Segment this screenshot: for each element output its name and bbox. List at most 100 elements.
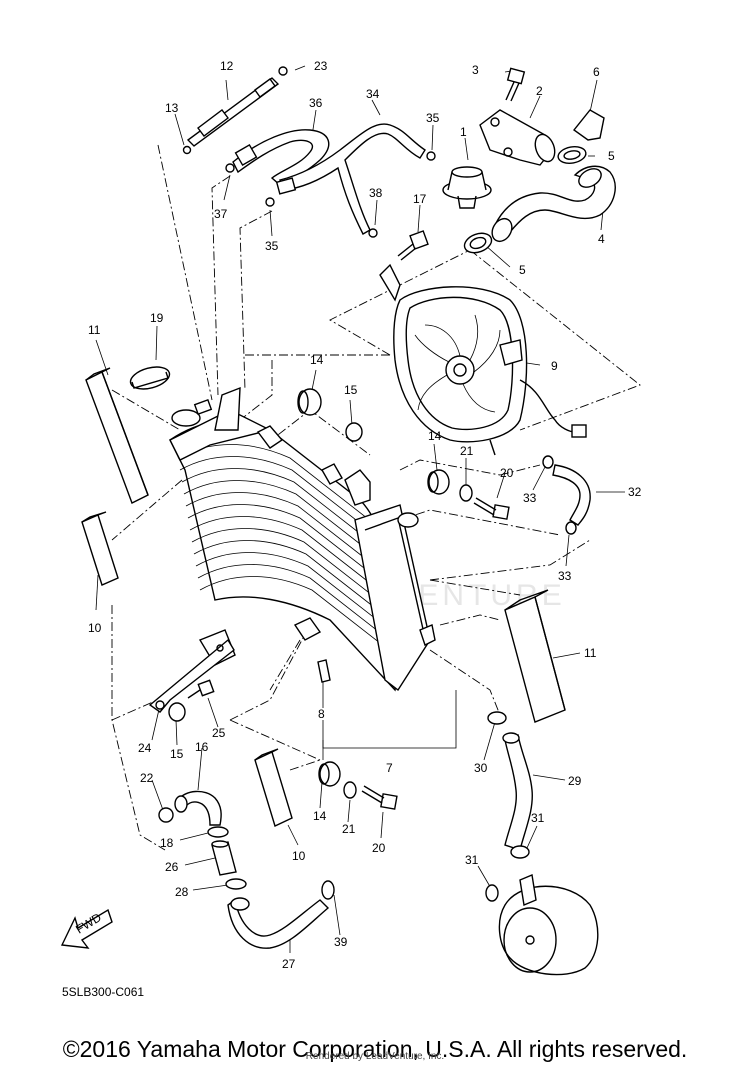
part-collar-15-lower xyxy=(168,702,186,722)
part-cover-2 xyxy=(479,109,556,166)
part-pipe-12 xyxy=(182,66,288,155)
part-clamp-18 xyxy=(207,826,229,838)
callout-31-upper: 31 xyxy=(531,811,545,825)
part-bolt-3 xyxy=(505,67,526,102)
part-clamp-30 xyxy=(487,711,507,725)
part-hose-29 xyxy=(502,732,533,851)
callout-19: 19 xyxy=(150,311,164,325)
callout-24: 24 xyxy=(138,741,152,755)
callout-37: 37 xyxy=(214,207,228,221)
callout-25: 25 xyxy=(212,726,226,740)
part-fan-9 xyxy=(379,263,587,456)
part-collar-15-upper xyxy=(345,422,363,442)
callout-1: 1 xyxy=(460,125,467,139)
callout-2: 2 xyxy=(536,84,543,98)
callout-33-upper: 33 xyxy=(523,491,537,505)
part-clamp-33-upper xyxy=(542,455,554,469)
callout-20-upper: 20 xyxy=(500,466,514,480)
part-bracket-24 xyxy=(148,638,235,713)
part-clamp-39 xyxy=(321,880,335,900)
part-hose-16 xyxy=(174,790,222,826)
part-clamp-5-upper xyxy=(557,146,587,164)
callout-23: 23 xyxy=(314,59,328,73)
callout-36: 36 xyxy=(309,96,323,110)
part-pad-10-lower xyxy=(254,748,293,827)
parts-diagram: LEADVENTURE xyxy=(60,59,642,976)
callout-34: 34 xyxy=(366,87,380,101)
callout-30: 30 xyxy=(474,761,488,775)
callout-35-lower: 35 xyxy=(265,239,279,253)
callout-39: 39 xyxy=(334,935,348,949)
part-hose-34 xyxy=(265,123,436,238)
part-bolt-20-lower xyxy=(361,785,398,810)
part-grommet-14-mid xyxy=(427,469,450,495)
callout-labels: 1 2 3 4 5 5 6 7 8 9 10 10 11 11 12 13 14… xyxy=(88,59,642,971)
part-grommet-14-upper xyxy=(297,388,322,416)
part-hose-32 xyxy=(552,464,591,526)
callout-20-lower: 20 xyxy=(372,841,386,855)
part-clamp-31-upper xyxy=(510,845,530,859)
assembly-lines xyxy=(111,144,641,851)
callout-4: 4 xyxy=(598,232,605,246)
callout-35-upper: 35 xyxy=(426,111,440,125)
oil-cooler xyxy=(498,874,599,976)
part-grommet-14-lower xyxy=(318,761,341,787)
callout-5-lower: 5 xyxy=(519,263,526,277)
callout-28: 28 xyxy=(175,885,189,899)
callout-11-left: 11 xyxy=(88,323,101,337)
part-pad-11-left xyxy=(85,367,149,504)
part-hose-27 xyxy=(227,897,330,949)
callout-9: 9 xyxy=(551,359,558,373)
callout-27: 27 xyxy=(282,957,296,971)
part-tab-8 xyxy=(317,659,331,683)
callout-10-upper: 10 xyxy=(88,621,102,635)
part-pipe-26 xyxy=(211,840,237,876)
callout-5-upper: 5 xyxy=(608,149,615,163)
callout-18: 18 xyxy=(160,836,174,850)
part-hose-4 xyxy=(491,165,616,243)
callout-15-lower: 15 xyxy=(170,747,184,761)
callout-32: 32 xyxy=(628,485,642,499)
callout-14-upper: 14 xyxy=(310,353,324,367)
part-clamp-33-lower xyxy=(565,521,577,535)
part-clamp-5-lower xyxy=(463,232,493,254)
callout-14-mid: 14 xyxy=(428,429,442,443)
callout-15-upper: 15 xyxy=(344,383,358,397)
callout-6: 6 xyxy=(593,65,600,79)
callout-8: 8 xyxy=(318,707,325,721)
callout-13: 13 xyxy=(165,101,179,115)
part-pad-11-right xyxy=(504,589,566,723)
part-thermostat-1 xyxy=(442,166,492,209)
part-clamp-28 xyxy=(225,878,247,890)
callout-22: 22 xyxy=(140,771,154,785)
part-clamp-22 xyxy=(158,807,174,823)
diagram-code: 5SLB300-C061 xyxy=(62,985,145,999)
callout-10-lower: 10 xyxy=(292,849,306,863)
leader-lines xyxy=(95,65,625,953)
fwd-arrow-icon: FWD xyxy=(60,908,113,949)
callout-33-lower: 33 xyxy=(558,569,572,583)
callout-7: 7 xyxy=(386,761,393,775)
callout-14-lower: 14 xyxy=(313,809,327,823)
part-pad-10-upper xyxy=(81,511,119,586)
part-washer-21-lower xyxy=(343,781,357,799)
callout-16: 16 xyxy=(195,740,209,754)
part-bolt-17 xyxy=(397,230,429,261)
callout-38: 38 xyxy=(369,186,383,200)
callout-26: 26 xyxy=(165,860,179,874)
callout-3: 3 xyxy=(472,63,479,77)
part-clamp-31-lower xyxy=(485,884,499,902)
part-cap-19 xyxy=(129,366,171,390)
part-bolt-20-upper xyxy=(473,497,510,520)
rendered-by-notice: Rendered by LeadVenture, Inc. xyxy=(305,1051,445,1062)
callout-11-right: 11 xyxy=(584,646,597,660)
part-bracket-6 xyxy=(572,109,605,141)
radiator-fins xyxy=(177,444,395,655)
copyright-notice: ©2016 Yamaha Motor Corporation, U.S.A. A… xyxy=(62,1036,688,1062)
callout-21-upper: 21 xyxy=(460,444,474,458)
callout-31-lower: 31 xyxy=(465,853,479,867)
callout-29: 29 xyxy=(568,774,582,788)
callout-17: 17 xyxy=(413,192,427,206)
part-radiator-7 xyxy=(169,386,436,692)
part-washer-21-upper xyxy=(459,484,473,502)
